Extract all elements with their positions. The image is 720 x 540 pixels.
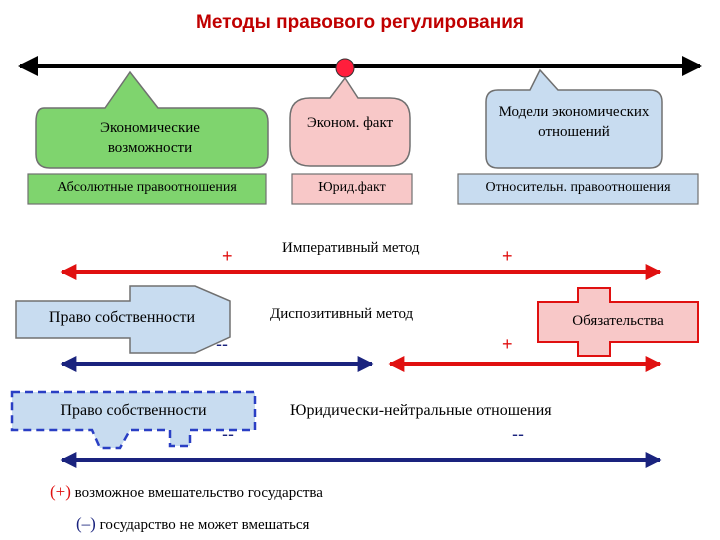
property-label: Право собственности xyxy=(48,309,196,326)
neutral-minus-left: -- xyxy=(222,424,234,444)
econ-possibilities-label: Экономические возможности xyxy=(100,120,200,156)
imperative-plus-right: + xyxy=(502,246,513,266)
property-updown-shape xyxy=(15,285,231,354)
legal-fact-label: Юрид.факт xyxy=(318,180,386,195)
legend-minus-text: государство не может вмешаться xyxy=(99,517,310,533)
legend-plus-text: возможное вмешательство государства xyxy=(74,485,323,501)
absolute-box xyxy=(27,173,267,205)
neutral-label: Юридически-нейтральные отношения xyxy=(290,402,552,419)
legend-plus-sign: (+) xyxy=(50,482,71,501)
imperative-plus-left: + xyxy=(222,246,233,266)
models-label: Модели экономических отношений xyxy=(498,104,650,140)
legend-minus: (–) государство не может вмешаться xyxy=(76,514,309,534)
econ-fact-callout xyxy=(289,76,411,167)
neutral-minus-right: -- xyxy=(512,424,524,444)
legend-minus-sign: (–) xyxy=(76,514,96,533)
relative-box xyxy=(457,173,699,205)
legend-plus: (+) возможное вмешательство государства xyxy=(50,482,323,502)
dispositive-minus-left: -- xyxy=(216,334,228,354)
property-dashed-label: Право собственности xyxy=(60,402,207,419)
axis-midpoint-dot xyxy=(335,58,355,78)
legal-fact-box xyxy=(291,173,413,205)
imperative-label: Императивный метод xyxy=(282,240,420,256)
absolute-label: Абсолютные правоотношения xyxy=(57,180,237,195)
property-dashed-shape xyxy=(10,390,257,450)
dispositive-label: Диспозитивный метод xyxy=(270,306,414,322)
obligations-label: Обязательства xyxy=(572,313,664,329)
relative-label: Относительн. правоотношения xyxy=(485,180,671,195)
page-title: Методы правового регулирования xyxy=(196,12,524,33)
dispositive-plus-right: + xyxy=(502,334,513,354)
econ-fact-label: Эконом. факт xyxy=(306,115,394,131)
econ-possibilities-callout xyxy=(35,70,269,169)
models-callout xyxy=(485,68,663,169)
